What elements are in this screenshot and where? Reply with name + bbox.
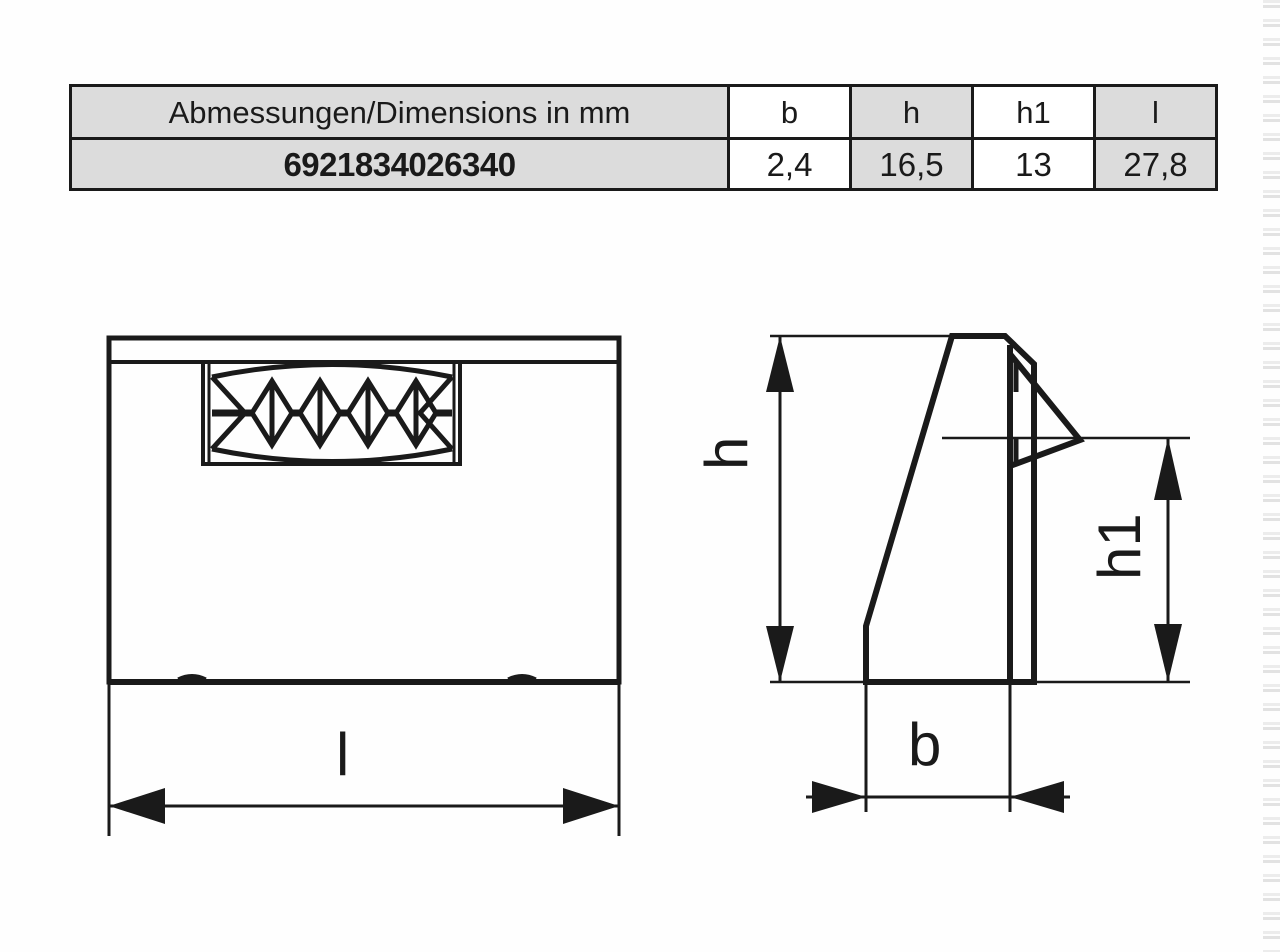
h1-arrow-top — [1154, 438, 1182, 500]
dimensions-table: Abmessungen/Dimensions in mm b h h1 l 69… — [69, 84, 1218, 191]
dimension-label-h: h — [693, 436, 760, 470]
front-view-body-outline — [106, 335, 622, 685]
table-header-col-h: h — [849, 84, 974, 140]
table-header-row: Abmessungen/Dimensions in mm b h h1 l — [69, 84, 1218, 140]
page-edge-strip — [1263, 0, 1280, 952]
h-arrow-bottom — [766, 626, 794, 682]
value-cell-b: 2,4 — [727, 137, 852, 191]
knurl-arc-top — [211, 362, 453, 380]
h1-arrow-bottom — [1154, 624, 1182, 682]
l-arrow-right — [563, 788, 619, 824]
table-header-col-b: b — [727, 84, 852, 140]
value-cell-h1: 13 — [971, 137, 1096, 191]
dimension-label-b: b — [908, 711, 942, 778]
l-arrow-left — [109, 788, 165, 824]
value-cell-l: 27,8 — [1093, 137, 1218, 191]
knurl-diamond-pattern — [210, 375, 454, 451]
cutting-tip-triangle — [1007, 352, 1085, 469]
table-header-col-l: l — [1093, 84, 1218, 140]
dimension-label-h1: h1 — [1086, 513, 1153, 580]
table-header-title: Abmessungen/Dimensions in mm — [69, 84, 730, 140]
front-view — [106, 335, 622, 836]
table-header-col-h1: h1 — [971, 84, 1096, 140]
part-number-cell: 6921834026340 — [69, 137, 730, 191]
h-arrow-top — [766, 336, 794, 392]
dimension-label-l: l — [336, 721, 350, 788]
base-bump-right — [507, 674, 537, 681]
value-cell-h: 16,5 — [849, 137, 974, 191]
knurl-housing-box — [201, 360, 462, 466]
table-row: 6921834026340 2,4 16,5 13 27,8 — [69, 137, 1218, 191]
blade-profile-outline — [863, 333, 1037, 685]
base-bump-left — [177, 674, 207, 681]
b-arrow-right — [1010, 781, 1064, 813]
b-arrow-left — [812, 781, 866, 813]
knurl-arc-bottom — [211, 446, 453, 464]
